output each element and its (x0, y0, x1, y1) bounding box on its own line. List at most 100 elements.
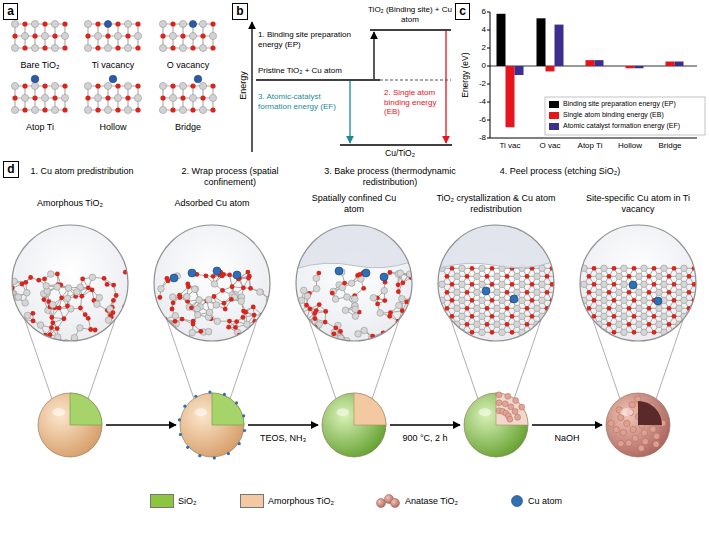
drawing-part (326, 338, 333, 345)
drawing-part (636, 305, 643, 312)
tick (487, 30, 490, 31)
drawing-part (317, 302, 322, 307)
drawing-part (465, 306, 470, 311)
drawing-part (86, 316, 91, 321)
drawing-part (220, 288, 225, 293)
drawing-part (450, 298, 455, 303)
drawing-part (459, 297, 466, 304)
drawing-part (479, 297, 486, 304)
drawing-part (525, 274, 530, 279)
drawing-part (212, 294, 217, 299)
drawing-part (652, 282, 657, 287)
drawing-part (554, 273, 561, 280)
drawing-part (234, 319, 239, 324)
legend-frame (545, 97, 705, 135)
drawing-part (198, 454, 201, 457)
bar (497, 14, 506, 66)
drawing-part (552, 300, 557, 308)
drawing-part (22, 107, 27, 112)
drawing-part (161, 321, 166, 326)
drawing-part (234, 338, 241, 345)
drawing-part (502, 401, 508, 407)
drawing-part (499, 281, 506, 288)
drawing-part (94, 94, 101, 101)
drawing-part (361, 327, 368, 334)
drawing-part (302, 321, 309, 324)
drawing-part (470, 298, 475, 303)
drawing-part (95, 107, 100, 112)
drawing-part (54, 284, 61, 291)
drawing-part (194, 312, 201, 319)
drawing-part (189, 305, 194, 310)
drawing-part (627, 306, 632, 311)
drawing-part (20, 319, 22, 325)
drawing-part (42, 107, 47, 112)
drawing-part (297, 341, 302, 346)
drawing-part (62, 107, 67, 112)
drawing-part (647, 290, 652, 295)
drawing-part (114, 330, 119, 332)
drawing-part (587, 274, 592, 279)
drawing-part (589, 324, 594, 332)
drawing-part (674, 332, 684, 333)
particle (464, 392, 528, 457)
drawing-part (303, 327, 308, 332)
drawing-part (84, 106, 91, 113)
zoom-circle (12, 225, 128, 341)
drawing-part (552, 316, 557, 324)
drawing-part (37, 341, 43, 342)
drawing-part (229, 297, 234, 302)
bar (635, 66, 644, 68)
drawing-part (245, 270, 250, 275)
drawing-part (641, 265, 648, 272)
drawing-part (177, 293, 182, 298)
drawing-part (24, 312, 31, 319)
drawing-part (85, 33, 90, 38)
drawing-part (115, 332, 118, 338)
drawing-part (316, 335, 321, 340)
drawing-part (580, 225, 696, 341)
drawing-part (31, 106, 38, 113)
drawing-part (34, 339, 41, 346)
drawing-part (16, 340, 17, 344)
drawing-part (114, 293, 119, 298)
drawing-part (505, 306, 510, 311)
drawing-part (454, 305, 461, 312)
drawing-part (166, 329, 171, 334)
drawing-part (230, 284, 235, 289)
drawing-part (317, 332, 324, 339)
drawing-part (23, 280, 28, 285)
drawing-part (616, 273, 623, 280)
drawing-part (459, 281, 466, 288)
cu-atom (380, 273, 388, 281)
drawing-part (474, 273, 481, 280)
drawing-part (12, 328, 19, 335)
drawing-part (88, 327, 93, 332)
drawing-part (173, 319, 178, 324)
drawing-part (51, 82, 58, 89)
drawing-part (165, 319, 173, 327)
drawing-part (57, 305, 62, 310)
drawing-part (200, 95, 205, 100)
drawing-part (382, 298, 387, 303)
drawing-part (296, 225, 412, 269)
drawing-part (11, 82, 18, 89)
drawing-part (445, 274, 450, 279)
energy-level (370, 29, 451, 31)
drawing-part (213, 302, 220, 309)
drawing-part (114, 330, 115, 338)
drawing-part (36, 278, 41, 283)
drawing-part (41, 94, 48, 101)
atomic-structure (11, 75, 68, 113)
drawing-part (164, 323, 169, 331)
drawing-part (42, 83, 47, 88)
drawing-part (169, 32, 176, 39)
energy-diagram (252, 22, 452, 152)
energy-level (340, 144, 452, 146)
drawing-part (135, 45, 140, 50)
drawing-part (183, 405, 186, 408)
drawing-part (70, 393, 102, 425)
drawing-part (616, 305, 623, 312)
drawing-part (474, 289, 481, 296)
drawing-part (172, 312, 179, 319)
